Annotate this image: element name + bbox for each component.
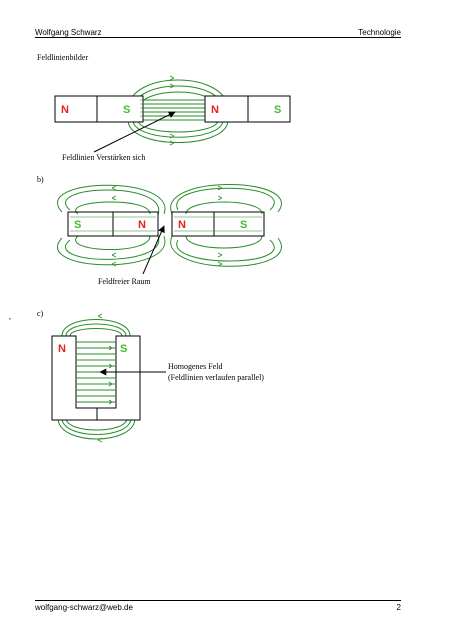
figure-b-caption: Feldfreier Raum [98, 277, 151, 286]
figure-b-pole-1: S [74, 219, 81, 231]
figure-c-pole-2: S [120, 343, 127, 355]
figure-c-label: c) [37, 309, 44, 318]
figure-a-pole-4: S [274, 104, 281, 116]
footer-page-number: 2 [396, 603, 401, 612]
figure-a-pole-1: N [61, 104, 69, 116]
margin-mark: , [9, 312, 11, 321]
figure-b-label: b) [37, 175, 44, 184]
footer-email: wolfgang-schwarz@web.de [35, 603, 133, 612]
figure-b: S N N S [57, 184, 282, 275]
figure-a-pole-3: N [211, 104, 219, 116]
figure-b-pole-3: N [178, 219, 186, 231]
header-author: Wolfgang Schwarz [35, 28, 102, 37]
figure-b-pole-2: N [138, 219, 146, 231]
figure-c: N S [51, 313, 166, 443]
section-title: Feldlinienbilder [37, 53, 89, 62]
figure-b-pole-4: S [240, 219, 247, 231]
header-subject: Technologie [358, 28, 401, 37]
figure-a-caption: Feldlinien Verstärken sich [62, 153, 146, 162]
figure-c-pole-1: N [58, 343, 66, 355]
footer-rule [35, 600, 401, 601]
figure-a-pole-2: S [123, 104, 130, 116]
figure-c-caption-line2: (Feldlinien verlaufen parallel) [168, 373, 264, 382]
header-rule [35, 37, 401, 38]
figure-a: N S N S [54, 75, 291, 153]
figure-c-caption-line1: Homogenes Feld [168, 362, 223, 371]
